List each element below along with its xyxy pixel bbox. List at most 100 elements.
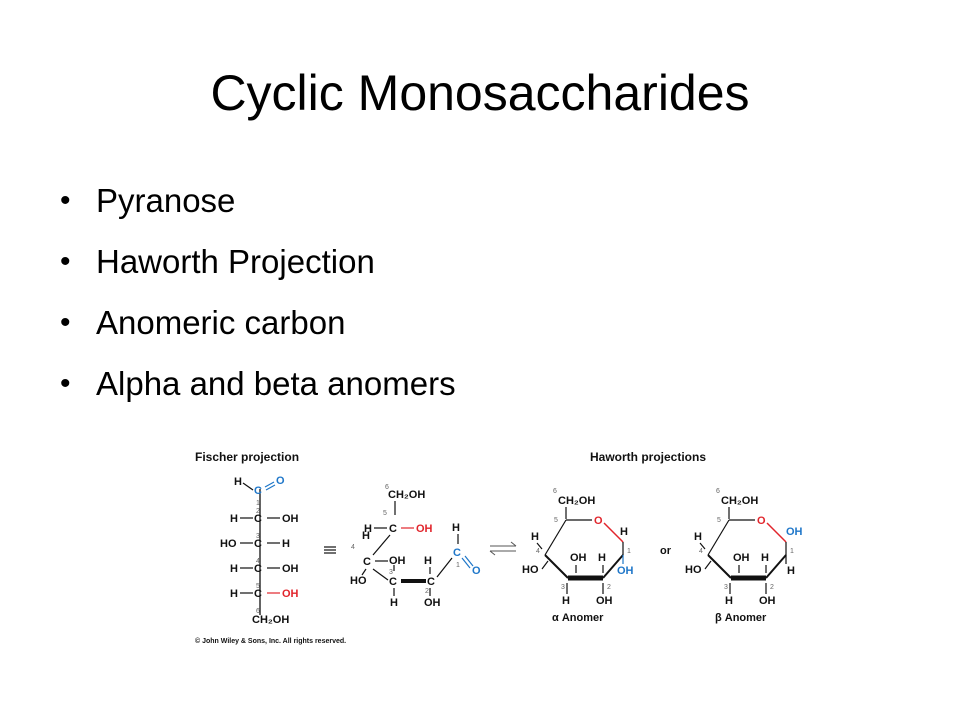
svg-text:OH: OH bbox=[282, 513, 299, 525]
svg-text:C: C bbox=[254, 588, 262, 600]
svg-text:4: 4 bbox=[351, 544, 355, 551]
svg-text:4: 4 bbox=[256, 558, 260, 565]
alpha-anomer-caption: α Anomer bbox=[552, 612, 604, 624]
svg-text:3: 3 bbox=[389, 569, 393, 576]
bullet-text: Anomeric carbon bbox=[96, 304, 346, 341]
svg-text:OH: OH bbox=[282, 588, 299, 600]
bullet-item: • Anomeric carbon bbox=[60, 298, 456, 359]
bullet-text: Pyranose bbox=[96, 182, 236, 219]
svg-text:H: H bbox=[230, 513, 238, 525]
svg-text:HO: HO bbox=[350, 575, 367, 587]
svg-text:C: C bbox=[453, 547, 461, 559]
svg-text:2: 2 bbox=[607, 584, 611, 591]
svg-text:CH₂OH: CH₂OH bbox=[388, 489, 425, 501]
equivalent-sign-icon bbox=[324, 546, 336, 554]
bullet-dot-icon: • bbox=[60, 306, 71, 339]
svg-text:H: H bbox=[282, 538, 290, 550]
fischer-header: Fischer projection bbox=[195, 450, 299, 464]
svg-text:O: O bbox=[594, 515, 603, 527]
bullet-text: Alpha and beta anomers bbox=[96, 365, 456, 402]
svg-text:1: 1 bbox=[790, 548, 794, 555]
svg-text:2: 2 bbox=[256, 508, 260, 515]
beta-anomer-structure: 6 CH₂OH 5 O 4 3 2 1 H OH H OH H HO H OH … bbox=[685, 488, 803, 624]
svg-text:1: 1 bbox=[456, 562, 460, 569]
svg-text:6: 6 bbox=[385, 484, 389, 491]
bullet-item: • Haworth Projection bbox=[60, 237, 456, 298]
svg-text:CH₂OH: CH₂OH bbox=[252, 614, 289, 626]
svg-text:H: H bbox=[390, 597, 398, 609]
svg-text:1: 1 bbox=[627, 548, 631, 555]
svg-text:O: O bbox=[276, 475, 285, 487]
svg-text:O: O bbox=[757, 515, 766, 527]
slide-title: Cyclic Monosaccharides bbox=[210, 65, 750, 121]
svg-text:3: 3 bbox=[256, 533, 260, 540]
svg-text:OH: OH bbox=[570, 552, 587, 564]
svg-text:5: 5 bbox=[256, 583, 260, 590]
svg-text:H: H bbox=[620, 526, 628, 538]
svg-text:2: 2 bbox=[770, 584, 774, 591]
svg-text:H: H bbox=[562, 595, 570, 607]
bullet-dot-icon: • bbox=[60, 245, 71, 278]
svg-text:H: H bbox=[364, 523, 372, 535]
svg-text:OH: OH bbox=[424, 597, 441, 609]
svg-text:OH: OH bbox=[282, 563, 299, 575]
haworth-header: Haworth projections bbox=[590, 450, 706, 464]
svg-text:C: C bbox=[389, 523, 397, 535]
svg-text:4: 4 bbox=[536, 548, 540, 555]
svg-text:5: 5 bbox=[554, 517, 558, 524]
svg-text:HO: HO bbox=[522, 564, 539, 576]
svg-text:OH: OH bbox=[617, 565, 634, 577]
svg-text:H: H bbox=[787, 565, 795, 577]
svg-text:O: O bbox=[472, 565, 481, 577]
bullet-dot-icon: • bbox=[60, 184, 71, 217]
beta-anomer-caption: β Anomer bbox=[715, 612, 767, 624]
svg-text:H: H bbox=[725, 595, 733, 607]
equilibrium-arrows-icon bbox=[489, 541, 517, 556]
svg-text:6: 6 bbox=[256, 608, 260, 615]
svg-text:OH: OH bbox=[733, 552, 750, 564]
svg-text:4: 4 bbox=[699, 548, 703, 555]
chemistry-diagram: Fischer projection Haworth projections H… bbox=[195, 450, 803, 645]
svg-text:C: C bbox=[363, 556, 371, 568]
svg-text:H: H bbox=[531, 531, 539, 543]
svg-text:OH: OH bbox=[596, 595, 613, 607]
bullet-list: • Pyranose • Haworth Projection • Anomeric … bbox=[60, 176, 456, 420]
svg-text:H: H bbox=[694, 531, 702, 543]
svg-text:6: 6 bbox=[716, 488, 720, 495]
svg-text:1: 1 bbox=[256, 500, 260, 507]
svg-text:C: C bbox=[427, 576, 435, 588]
svg-text:OH: OH bbox=[389, 555, 406, 567]
svg-text:2: 2 bbox=[425, 588, 429, 595]
svg-text:H: H bbox=[761, 552, 769, 564]
svg-text:H: H bbox=[234, 476, 242, 488]
svg-text:CH₂OH: CH₂OH bbox=[558, 495, 595, 507]
svg-text:C: C bbox=[389, 576, 397, 588]
svg-text:3: 3 bbox=[724, 584, 728, 591]
svg-text:OH: OH bbox=[786, 526, 803, 538]
svg-text:C: C bbox=[254, 513, 262, 525]
or-label: or bbox=[660, 545, 672, 557]
svg-text:H: H bbox=[230, 588, 238, 600]
svg-text:H: H bbox=[452, 522, 460, 534]
svg-text:OH: OH bbox=[759, 595, 776, 607]
svg-text:HO: HO bbox=[685, 564, 702, 576]
svg-text:H: H bbox=[424, 555, 432, 567]
bullet-item: • Alpha and beta anomers bbox=[60, 359, 456, 420]
svg-text:H: H bbox=[598, 552, 606, 564]
svg-text:5: 5 bbox=[383, 510, 387, 517]
svg-text:3: 3 bbox=[561, 584, 565, 591]
bullet-dot-icon: • bbox=[60, 367, 71, 400]
svg-text:C: C bbox=[254, 563, 262, 575]
svg-text:H: H bbox=[230, 563, 238, 575]
svg-text:5: 5 bbox=[717, 517, 721, 524]
svg-text:H: H bbox=[362, 530, 370, 542]
alpha-anomer-structure: 6 CH₂OH 5 O 4 3 2 1 H OH H H OH HO H OH … bbox=[522, 488, 634, 624]
svg-text:CH₂OH: CH₂OH bbox=[721, 495, 758, 507]
copyright-text: © John Wiley & Sons, Inc. All rights res… bbox=[195, 637, 346, 645]
svg-text:HO: HO bbox=[220, 538, 237, 550]
svg-text:6: 6 bbox=[553, 488, 557, 495]
bullet-item: • Pyranose bbox=[60, 176, 456, 237]
bullet-text: Haworth Projection bbox=[96, 243, 375, 280]
